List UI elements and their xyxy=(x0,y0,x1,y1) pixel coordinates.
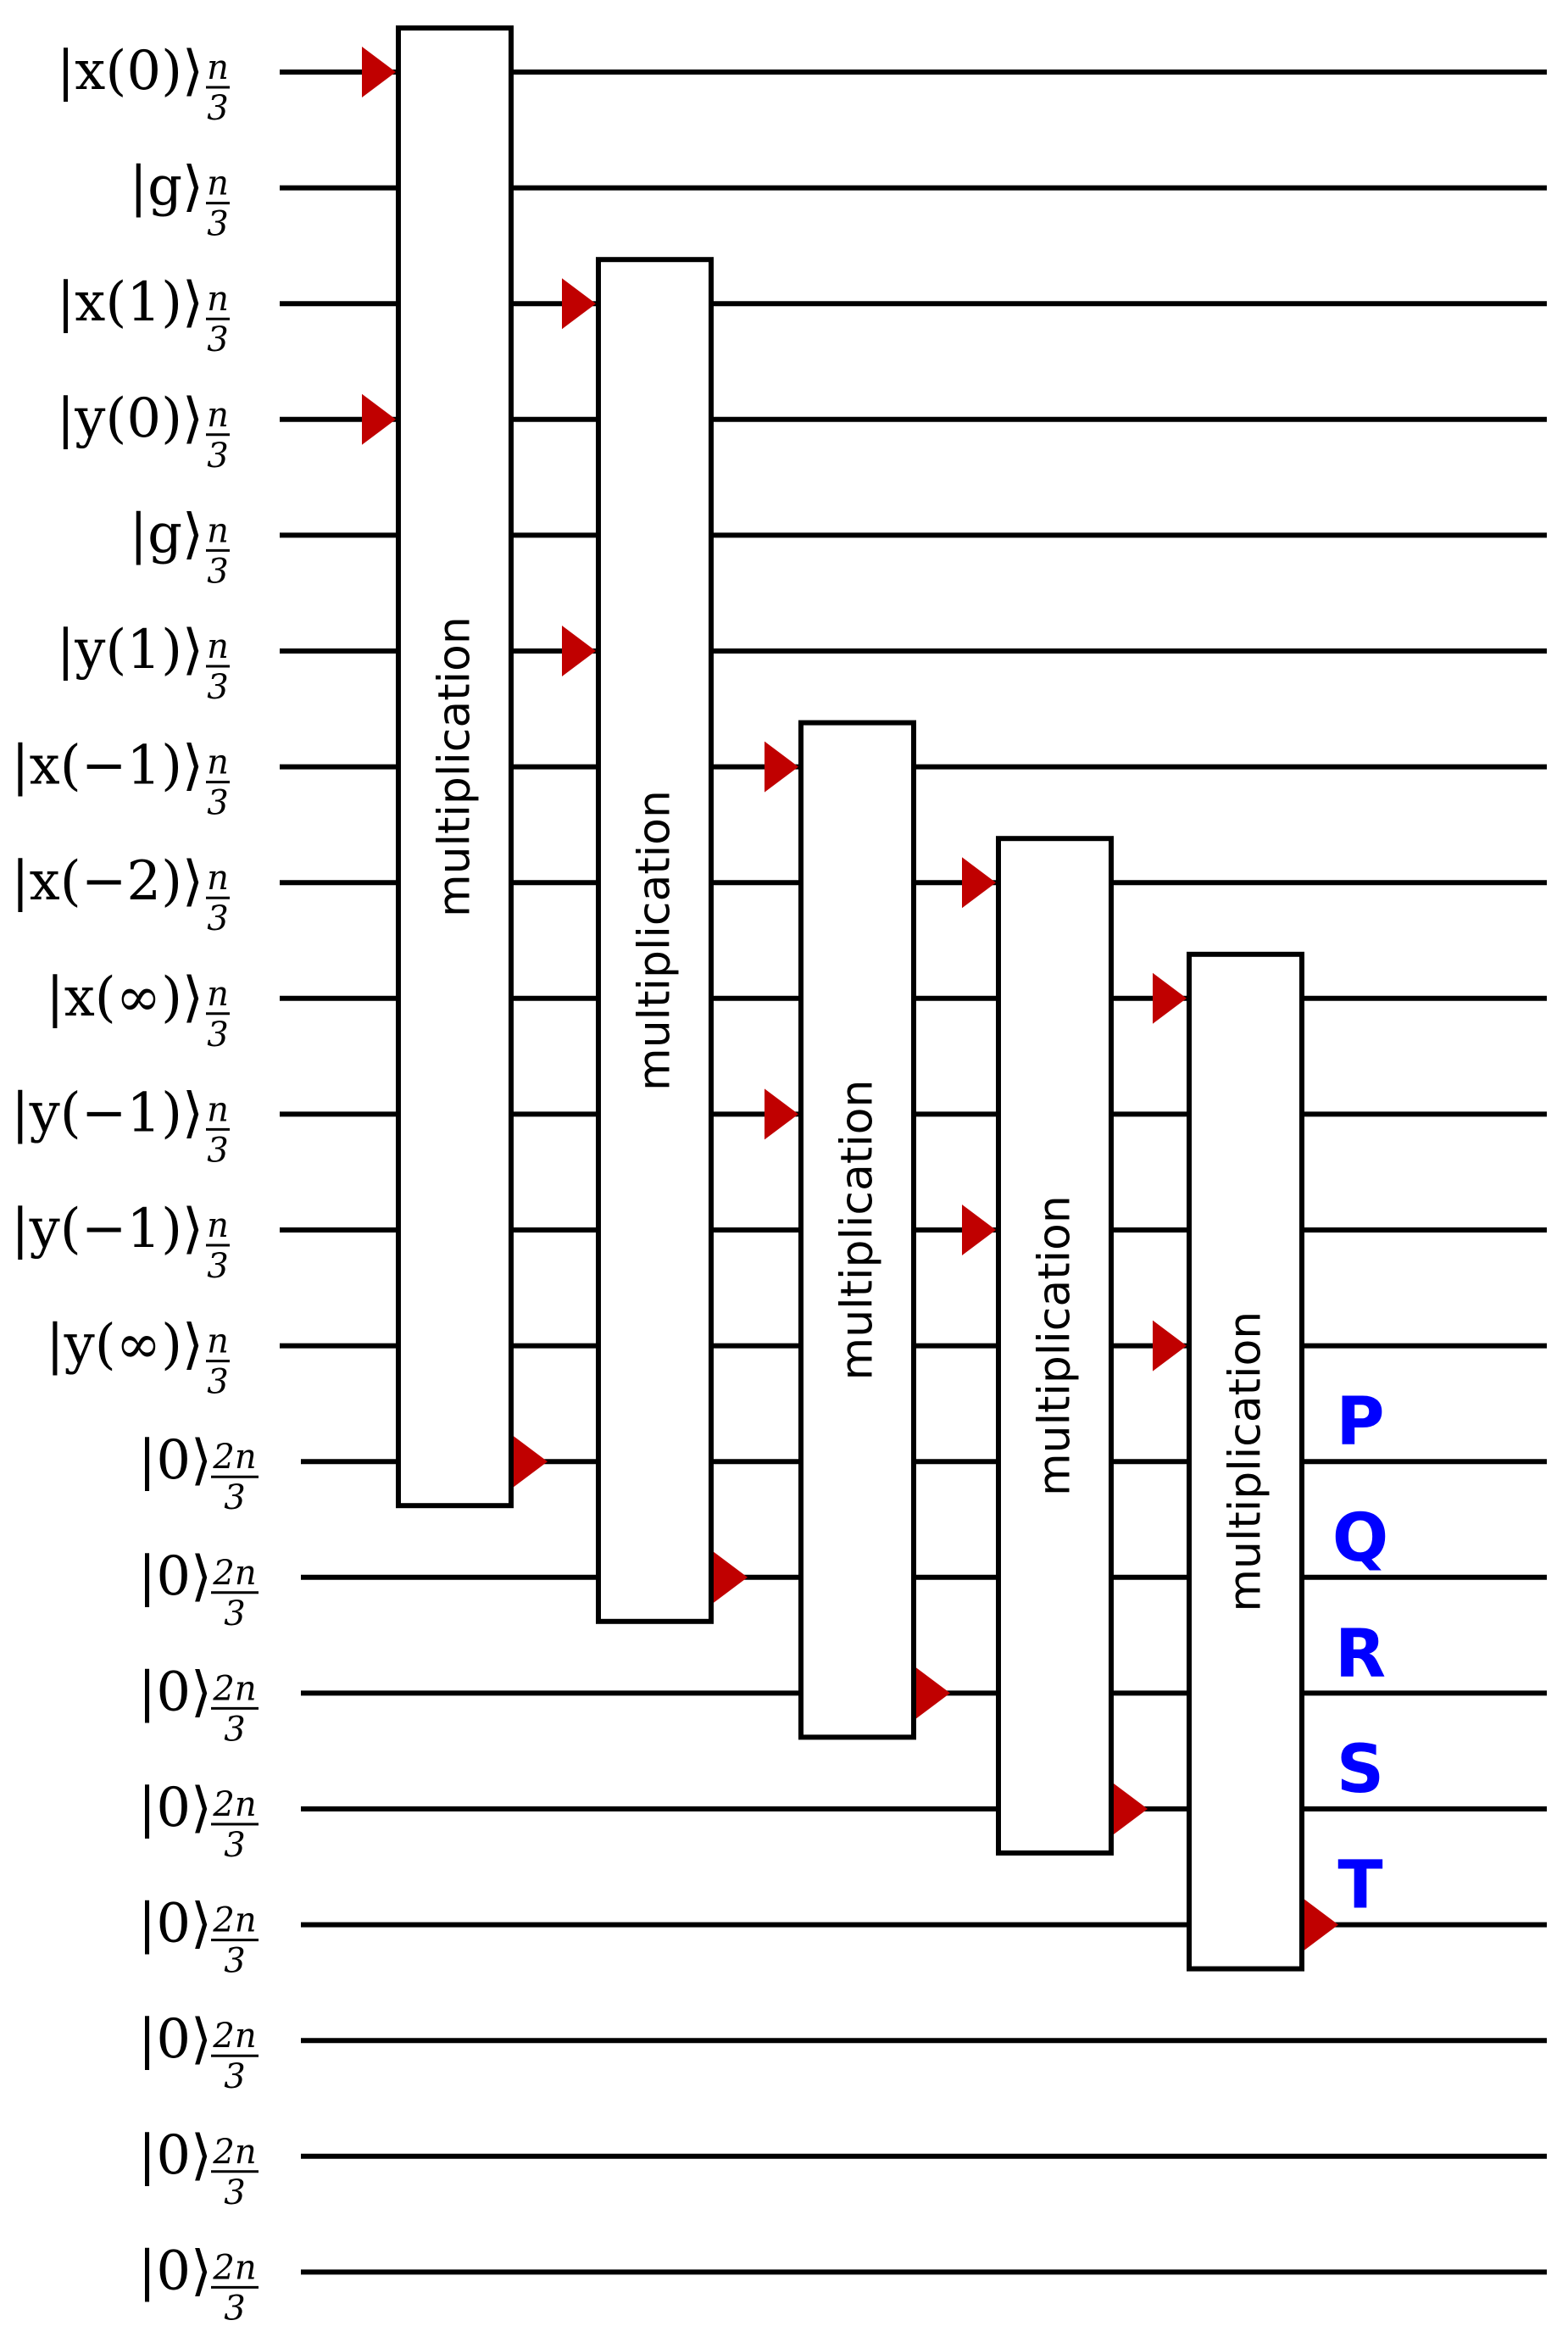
input-arrow-icon xyxy=(765,1088,798,1140)
wire-ket-label: |x(1)⟩ xyxy=(57,271,203,334)
wire-ket-label: |g⟩ xyxy=(130,156,204,219)
wire-ket-label: |0⟩ xyxy=(138,2240,212,2302)
wire-width-denominator: 3 xyxy=(207,205,228,244)
input-arrow-icon xyxy=(362,393,396,445)
wire-width-numerator: 2n xyxy=(212,1554,256,1593)
input-arrow-icon xyxy=(562,626,596,676)
wire-width-denominator: 3 xyxy=(224,1478,245,1517)
wire-width-denominator: 3 xyxy=(207,784,228,823)
wire-ket-label: |x(−1)⟩ xyxy=(11,735,203,798)
wire-width-numerator: n xyxy=(207,48,229,87)
wire-label-layer: |x(0)⟩n3|g⟩n3|x(1)⟩n3|y(0)⟩n3|g⟩n3|y(1)⟩… xyxy=(11,40,259,2326)
wire-ket-label: |x(0)⟩ xyxy=(57,40,203,103)
output-label-t: T xyxy=(1337,1848,1382,1924)
output-label-s: S xyxy=(1337,1732,1384,1808)
input-arrow-icon xyxy=(1153,1320,1187,1372)
wire-ket-label: |0⟩ xyxy=(138,2124,212,2187)
wire-width-denominator: 3 xyxy=(207,1131,228,1170)
wire-width-denominator: 3 xyxy=(207,437,228,476)
input-arrow-icon xyxy=(1153,972,1187,1024)
wire-width-denominator: 3 xyxy=(224,1826,245,1865)
wire-width-denominator: 3 xyxy=(207,668,228,707)
wire-width-numerator: 2n xyxy=(212,1669,256,1708)
wire-width-numerator: 2n xyxy=(212,1438,256,1477)
wire-ket-label: |0⟩ xyxy=(138,1545,212,1608)
input-arrow-icon xyxy=(962,857,996,909)
wire-ket-label: |0⟩ xyxy=(138,1661,212,1723)
wire-width-numerator: 2n xyxy=(212,2133,256,2172)
arrow-layer xyxy=(362,47,1338,1950)
wire-width-numerator: 2n xyxy=(212,2017,256,2056)
input-arrow-icon xyxy=(562,278,596,330)
gate-label: multiplication xyxy=(832,1080,883,1381)
wire-ket-label: |0⟩ xyxy=(138,1777,212,1839)
wire-width-numerator: n xyxy=(207,164,229,203)
wire-ket-label: |y(∞)⟩ xyxy=(46,1314,203,1377)
wire-width-denominator: 3 xyxy=(207,320,228,359)
wire-width-numerator: n xyxy=(207,1090,229,1129)
wire-width-numerator: n xyxy=(207,1206,229,1245)
input-arrow-icon xyxy=(962,1205,996,1255)
gate-label: multiplication xyxy=(1030,1195,1081,1496)
input-arrow-icon xyxy=(765,741,798,793)
wire-width-numerator: n xyxy=(207,280,229,319)
output-arrow-icon xyxy=(514,1436,548,1488)
multiplication-gate xyxy=(596,257,714,1624)
wire-width-numerator: n xyxy=(207,1322,229,1361)
wire-ket-label: |y(1)⟩ xyxy=(57,619,203,682)
gate-label: multiplication xyxy=(1220,1311,1271,1612)
wire-width-numerator: 2n xyxy=(212,2248,256,2287)
wire-ket-label: |0⟩ xyxy=(138,1893,212,1956)
wire-ket-label: |x(∞)⟩ xyxy=(46,966,203,1029)
output-arrow-icon xyxy=(714,1551,748,1603)
wire-width-numerator: n xyxy=(207,396,229,435)
wire-width-denominator: 3 xyxy=(207,1247,228,1286)
wire-width-denominator: 3 xyxy=(224,1710,245,1749)
gate-layer: multiplication multiplication multiplicati… xyxy=(396,25,1304,1972)
wire-ket-label: |x(−2)⟩ xyxy=(11,850,203,913)
wire-width-denominator: 3 xyxy=(224,1942,245,1981)
wire-ket-label: |g⟩ xyxy=(130,503,204,565)
wire-width-numerator: n xyxy=(207,859,229,898)
wire-width-denominator: 3 xyxy=(207,1016,228,1054)
wire-width-numerator: 2n xyxy=(212,1785,256,1824)
wire-width-denominator: 3 xyxy=(207,1363,228,1402)
wire-ket-label: |0⟩ xyxy=(138,2008,212,2071)
wire-ket-label: |0⟩ xyxy=(138,1429,212,1492)
wire-width-denominator: 3 xyxy=(224,2173,245,2212)
output-label-q: Q xyxy=(1332,1500,1388,1577)
wire-ket-label: |y(−1)⟩ xyxy=(11,1082,203,1144)
wire-width-numerator: n xyxy=(207,975,229,1014)
gate-label: multiplication xyxy=(630,790,681,1091)
wire-width-denominator: 3 xyxy=(207,899,228,938)
wire-width-numerator: n xyxy=(207,627,229,666)
output-label-r: R xyxy=(1335,1616,1386,1692)
multiplication-gate xyxy=(396,25,514,1509)
wire-width-denominator: 3 xyxy=(207,552,228,591)
output-arrow-icon xyxy=(1304,1899,1338,1950)
wire-width-denominator: 3 xyxy=(224,2289,245,2326)
wire-ket-label: |y(0)⟩ xyxy=(57,387,203,450)
wire-width-numerator: n xyxy=(207,511,229,550)
wire-width-numerator: 2n xyxy=(212,1901,256,1940)
multiplication-gate xyxy=(996,836,1114,1856)
output-arrow-icon xyxy=(1114,1783,1148,1834)
output-label-p: P xyxy=(1336,1384,1384,1461)
output-arrow-icon xyxy=(916,1667,950,1719)
wire-width-denominator: 3 xyxy=(224,1594,245,1633)
multiplication-gate xyxy=(798,720,916,1740)
wire-width-numerator: n xyxy=(207,743,229,782)
wire-width-denominator: 3 xyxy=(224,2057,245,2096)
gate-label: multiplication xyxy=(430,616,481,917)
multiplication-gate xyxy=(1187,951,1304,1972)
wire-ket-label: |y(−1)⟩ xyxy=(11,1198,203,1260)
wire-width-denominator: 3 xyxy=(207,89,228,128)
input-arrow-icon xyxy=(362,47,396,97)
